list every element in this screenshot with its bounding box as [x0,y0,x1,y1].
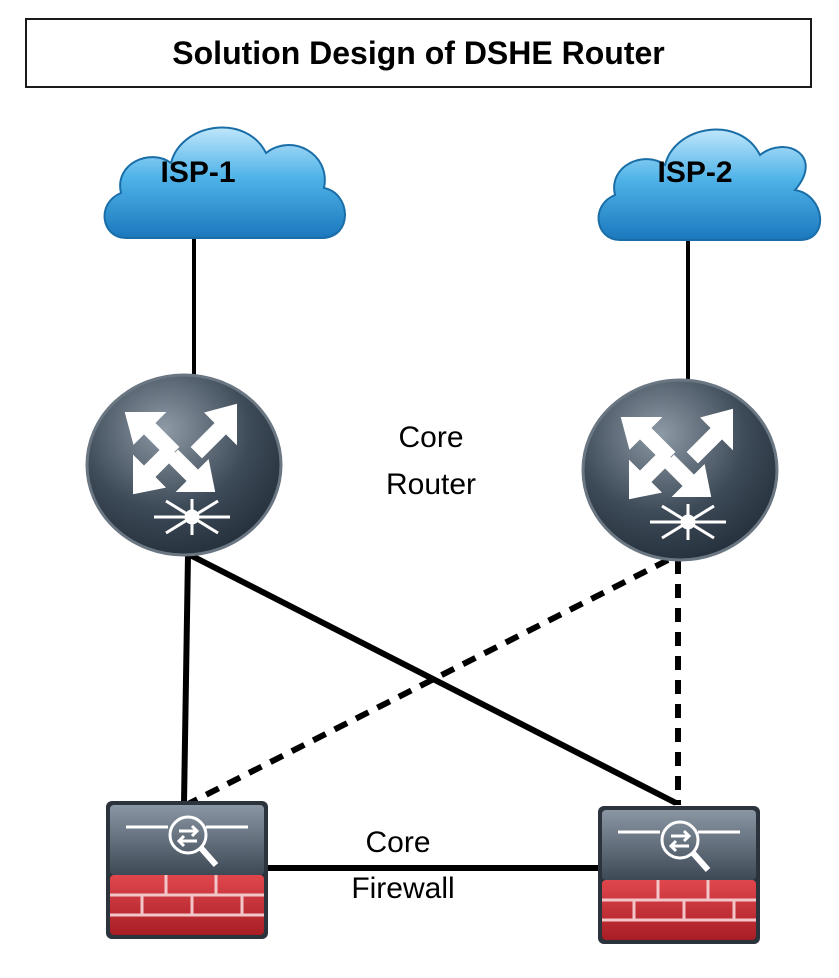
link-router1-firewall2 [188,552,678,806]
diagram-title: Solution Design of DSHE Router [25,18,812,88]
firewall-label-line2: Firewall [351,872,455,905]
cloud-label-isp1: ISP-1 [160,156,236,189]
cloud-icon [103,126,346,239]
router-icon [581,378,779,562]
link-router2-firewall1 [184,557,670,808]
link-router1-firewall1 [181,554,191,804]
router-label-line1: Core [398,421,464,454]
cloud-label-isp2: ISP-2 [657,156,733,189]
firewall-icon [106,801,268,939]
cloud-icon [597,128,822,241]
firewall-label-line1: Core [365,826,431,859]
router-label-line2: Router [385,468,477,501]
firewall-icon [598,806,760,944]
router-icon [85,373,283,557]
